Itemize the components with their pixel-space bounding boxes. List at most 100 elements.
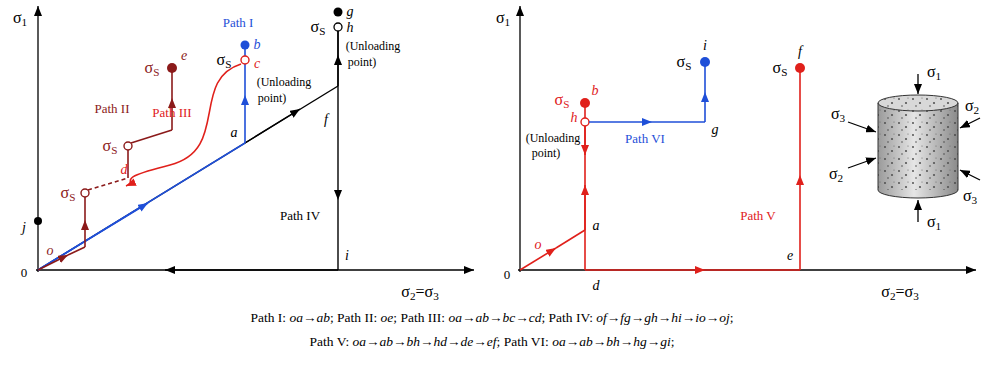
point-letter: i	[345, 249, 349, 263]
point-letter: h	[347, 21, 354, 35]
path-label: Path IV	[280, 209, 320, 222]
path-vi	[589, 121, 652, 123]
unloading-note: (Unloading	[257, 76, 312, 88]
point-letter: h	[571, 111, 578, 125]
right-axes	[519, 6, 520, 272]
path-i	[38, 203, 148, 270]
path-v	[705, 269, 800, 271]
point-letter: g	[347, 5, 354, 19]
unloading-note: (Unloading	[526, 132, 581, 144]
path-vi	[704, 66, 706, 92]
stress-symbol: σ1	[496, 10, 510, 26]
caption-line: Path I: oa→ab; Path II: oe; Path III: oa…	[250, 311, 733, 325]
point-letter: d	[593, 279, 600, 293]
stress-symbol: σS	[773, 60, 788, 76]
path-v	[520, 72, 800, 270]
yield-point	[124, 142, 132, 150]
stress-symbol: σS	[677, 54, 692, 70]
point-letter: o	[47, 244, 54, 258]
left-axes	[36, 269, 474, 270]
point-i	[700, 57, 710, 67]
unloading-note: (Unloading	[346, 40, 401, 52]
path-label: Path III	[152, 106, 191, 119]
point-b	[241, 41, 250, 50]
path-vi	[704, 92, 706, 122]
stress-symbol: σ3	[831, 106, 845, 122]
load-arrows	[848, 122, 876, 132]
point-e	[167, 63, 177, 73]
point-letter: c	[254, 57, 260, 71]
point-letter: f	[798, 45, 802, 59]
unloading-note: point)	[532, 147, 561, 159]
load-arrows	[917, 74, 918, 94]
point-letter: b	[254, 38, 261, 52]
path-i	[38, 49, 245, 270]
unloading-point-c	[241, 56, 249, 64]
stress-symbol: σ1	[927, 64, 941, 80]
path-v	[584, 185, 586, 230]
point-letter: a	[231, 126, 238, 140]
right-axes	[518, 269, 976, 270]
point-letter: a	[593, 219, 600, 233]
path-ii	[131, 130, 172, 143]
point-b	[580, 98, 590, 108]
path-iv	[337, 200, 338, 270]
path-label: 0	[21, 266, 28, 279]
stress-symbol: σS	[103, 138, 118, 154]
unloading-note: point)	[258, 92, 287, 104]
path-iv	[337, 31, 338, 200]
path-ii	[171, 72, 173, 98]
path-v	[584, 126, 586, 155]
load-arrows	[960, 170, 980, 180]
point-f	[795, 63, 805, 73]
point-letter: j	[22, 221, 26, 235]
path-v	[584, 107, 586, 270]
stress-symbol: σ2	[965, 98, 979, 114]
stress-symbol: σS	[217, 52, 232, 68]
path-v	[799, 72, 801, 175]
path-iii-curve	[126, 64, 241, 186]
path-i	[38, 143, 245, 270]
specimen-cylinder	[878, 95, 958, 111]
left-axes	[36, 6, 474, 272]
unloading-point-h	[581, 118, 589, 126]
yield-point	[81, 189, 89, 197]
specimen-cylinder	[878, 95, 958, 198]
left-axes	[165, 269, 338, 270]
path-ii	[84, 220, 86, 247]
stress-symbol: σS	[555, 92, 570, 108]
stress-symbol: σ3	[963, 188, 977, 204]
path-ii	[84, 197, 86, 220]
path-iv	[245, 109, 300, 143]
specimen-cylinder	[878, 103, 958, 190]
point-g	[334, 8, 343, 17]
stress-symbol: σ1	[927, 214, 941, 230]
point-letter: f	[324, 113, 328, 127]
path-iv	[38, 86, 338, 270]
path-ii	[38, 72, 172, 270]
point-letter: g	[712, 123, 719, 137]
unloading-note: point)	[348, 56, 377, 68]
load-arrows	[960, 118, 980, 128]
point-letter: b	[592, 84, 599, 98]
path-label: 0	[504, 268, 511, 281]
right-axes	[518, 6, 976, 272]
stress-symbol: σ1	[13, 10, 27, 26]
path-v	[585, 269, 705, 271]
caption-line: Path V: oa→ab→bh→hd→de→ef; Path VI: oa→a…	[310, 335, 675, 349]
stress-symbol: σ2	[829, 166, 843, 182]
path-vi	[652, 121, 705, 123]
load-arrows	[848, 158, 876, 168]
stress-symbol: σ2=σ3	[881, 284, 918, 300]
stress-symbol: σS	[61, 185, 76, 201]
point-letter: o	[535, 238, 542, 252]
point-letter: e	[787, 249, 793, 263]
stress-symbol: σS	[145, 60, 160, 76]
path-vi	[589, 66, 705, 122]
stress-symbol: σS	[311, 19, 326, 35]
point-j	[34, 217, 42, 225]
specimen-cylinder	[878, 103, 958, 198]
path-ii	[88, 178, 128, 190]
specimen-cylinder	[878, 103, 958, 190]
